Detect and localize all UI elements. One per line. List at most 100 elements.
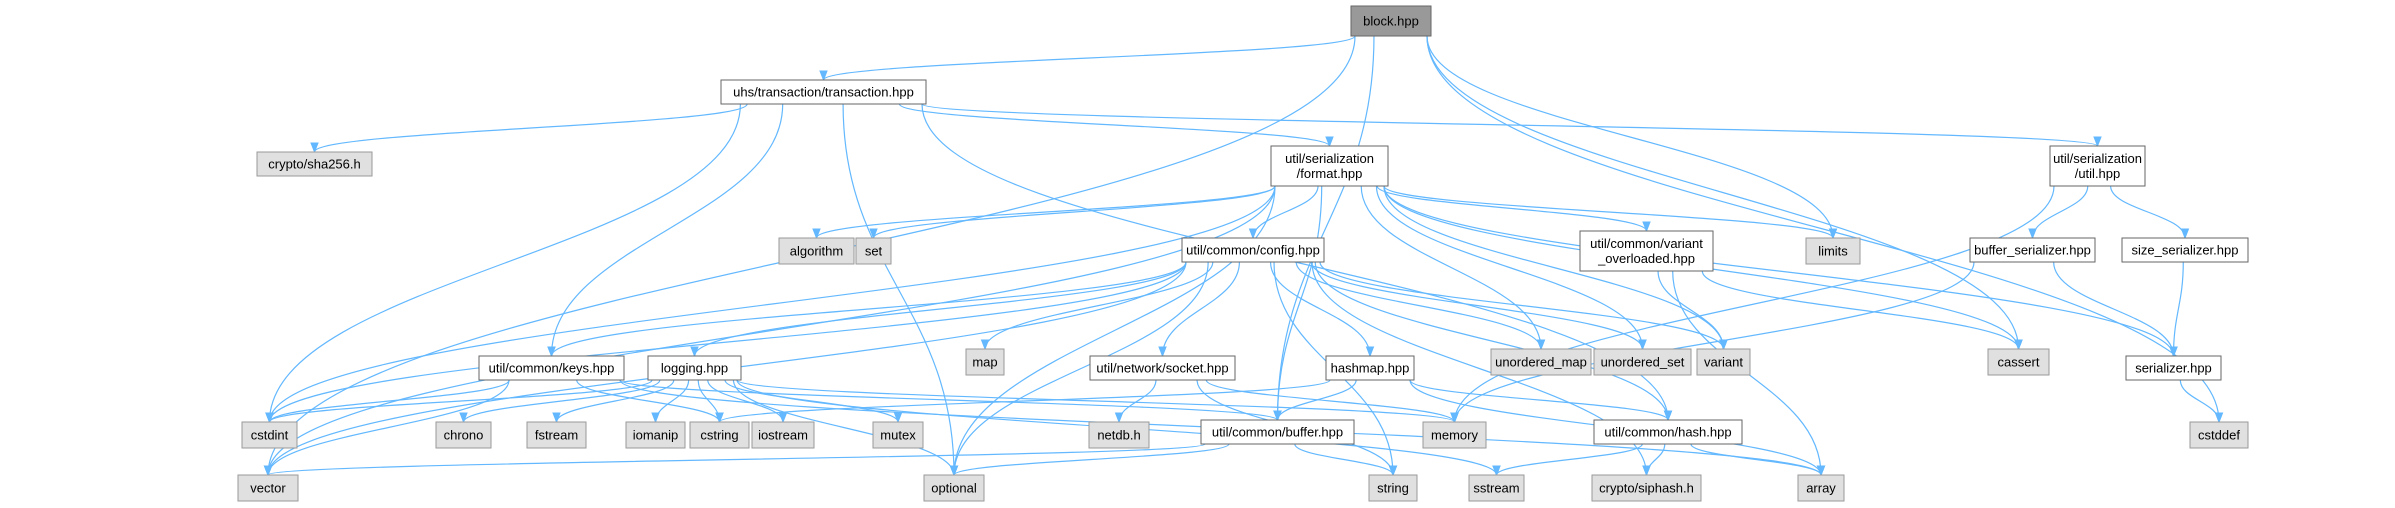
node-socket[interactable]: util/network/socket.hpp <box>1089 355 1236 381</box>
node-box <box>1089 355 1236 381</box>
edge-line <box>1310 261 1644 350</box>
edge-arrowhead <box>1388 465 1398 477</box>
edge-line <box>984 261 1214 350</box>
node-serializer[interactable]: serializer.hpp <box>2125 355 2222 381</box>
node-box <box>778 237 855 265</box>
edge-arrowhead <box>2014 339 2023 351</box>
node-label: uhs/transaction/transaction.hpp <box>733 84 914 99</box>
node-label: set <box>865 243 883 258</box>
node-label: fstream <box>535 427 578 442</box>
node-label: crypto/siphash.h <box>1599 480 1694 495</box>
node-box <box>237 474 299 502</box>
node-box <box>1593 419 1743 445</box>
node-box <box>1325 355 1415 381</box>
node-hashmap[interactable]: hashmap.hpp <box>1325 355 1415 381</box>
node-hash[interactable]: util/common/hash.hpp <box>1593 419 1743 445</box>
node-format[interactable]: util/serialization/format.hpp <box>1270 145 1389 187</box>
node-set: set <box>855 237 892 265</box>
node-cstddef: cstddef <box>2189 421 2249 449</box>
edge-line <box>268 379 510 423</box>
edge-arrowhead <box>552 412 561 424</box>
edge-line <box>555 379 675 423</box>
edge-line <box>842 103 955 476</box>
node-label: util/serialization <box>2053 151 2142 166</box>
edge-line <box>2172 261 2184 357</box>
node-bufser[interactable]: buffer_serializer.hpp <box>1969 237 2096 263</box>
edge-line <box>718 379 1331 423</box>
edge-line <box>1383 185 1725 350</box>
node-label: memory <box>1431 427 1478 442</box>
edge-line <box>1701 270 2020 350</box>
node-keys[interactable]: util/common/keys.hpp <box>478 355 625 381</box>
node-label: hashmap.hpp <box>1331 360 1410 375</box>
edge-arrowhead <box>778 412 788 424</box>
edge-serutil-to-memory <box>1450 185 2055 424</box>
node-label: util/common/buffer.hpp <box>1212 424 1343 439</box>
node-label: util/common/variant <box>1590 236 1703 251</box>
edge-arrowhead <box>812 228 821 240</box>
edge-arrowhead <box>2214 412 2224 424</box>
node-label: util/common/hash.hpp <box>1604 424 1731 439</box>
edge-line <box>2179 379 2220 423</box>
edge-arrowhead <box>2169 346 2178 358</box>
node-limits: limits <box>1805 237 1861 265</box>
edge-block-to-txn <box>819 35 1356 82</box>
node-txn[interactable]: uhs/transaction/transaction.hpp <box>720 79 927 105</box>
node-label: sstream <box>1473 480 1519 495</box>
node-serutil[interactable]: util/serialization/util.hpp <box>2049 145 2146 187</box>
edge-line <box>872 185 1276 239</box>
node-box <box>1797 474 1845 502</box>
edge-logging-to-iostream <box>707 379 788 424</box>
edge-arrowhead <box>2028 228 2037 240</box>
edge-arrowhead <box>651 412 660 424</box>
edge-line <box>1360 185 1542 350</box>
edge-line <box>267 379 510 476</box>
edge-line <box>1314 261 1669 421</box>
edge-serutil-to-sizeser <box>2110 185 2190 240</box>
node-sstream: sstream <box>1468 474 1525 502</box>
edge-arrowhead <box>869 228 878 240</box>
edge-arrowhead <box>2180 228 2190 240</box>
edge-line <box>268 103 741 423</box>
edge-hash-to-array <box>1690 443 1826 477</box>
node-box <box>526 421 587 449</box>
edge-config-to-logging <box>690 261 1187 358</box>
node-unordered-set: unordered_set <box>1593 348 1692 376</box>
nodes-layer: block.hpp uhs/transaction/transaction.hpp… <box>237 5 2249 502</box>
node-config[interactable]: util/common/config.hpp <box>1181 237 1325 263</box>
edge-arrowhead <box>893 412 903 424</box>
node-label: unordered_map <box>1495 354 1587 369</box>
edge-arrowhead <box>690 346 699 358</box>
node-label: array <box>1806 480 1836 495</box>
edge-config-to-hashmap <box>1269 261 1375 358</box>
node-label: netdb.h <box>1097 427 1140 442</box>
node-label: unordered_set <box>1601 354 1685 369</box>
node-variant: variant <box>1696 348 1751 376</box>
edge-line <box>953 443 1230 476</box>
node-buffer[interactable]: util/common/buffer.hpp <box>1200 419 1355 445</box>
edge-arrowhead <box>310 142 319 154</box>
edge-keys-to-buffer <box>619 379 1282 422</box>
node-fstream: fstream <box>526 421 587 449</box>
node-logging[interactable]: logging.hpp <box>647 355 742 381</box>
node-label: chrono <box>444 427 484 442</box>
edge-format-to-algorithm <box>812 185 1276 240</box>
edge-line <box>619 379 1279 421</box>
edge-line <box>1319 261 1725 350</box>
node-variantov[interactable]: util/common/variant_overloaded.hpp <box>1579 230 1714 272</box>
node-box <box>256 151 373 177</box>
node-sizeser[interactable]: size_serializer.hpp <box>2121 237 2249 263</box>
edge-socket-to-netdb <box>1114 379 1157 424</box>
edge-arrowhead <box>980 339 990 351</box>
edge-logging-to-cstring <box>697 379 724 424</box>
node-cstring: cstring <box>689 421 750 449</box>
edge-line <box>1426 35 1834 239</box>
edge-line <box>822 35 1356 81</box>
edge-line <box>268 185 1276 423</box>
edge-format-to-set <box>869 185 1276 240</box>
edge-config-to-variant <box>1319 261 1728 351</box>
node-block[interactable]: block.hpp <box>1350 5 1432 37</box>
edge-arrowhead <box>1536 339 1546 351</box>
edge-arrowhead <box>547 346 556 358</box>
edge-hashmap-to-hash <box>1409 379 1673 422</box>
